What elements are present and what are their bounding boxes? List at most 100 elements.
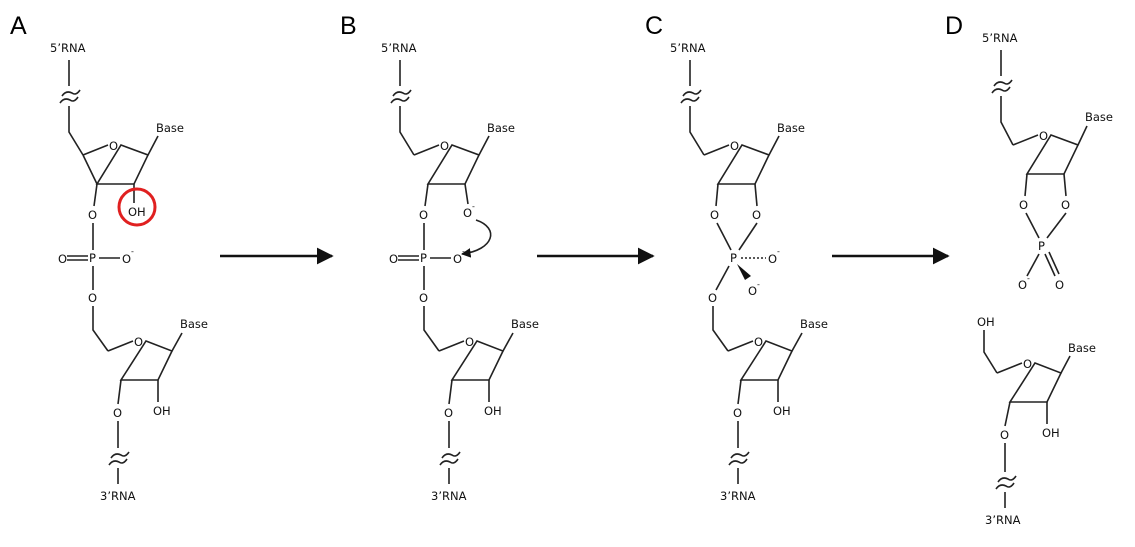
o-bond [93,183,98,207]
negative-charge: - [462,247,465,256]
five-prime-label: 5’RNA [982,31,1018,45]
chain-bond [68,106,84,156]
link-oxygen-label: O [419,291,428,305]
base-label: Base [156,121,184,135]
ring-oxygen-label: O [440,139,449,153]
panel-a: A 5’RNA O Base OH O P O O - O O Base OH [10,12,208,503]
hydroxyl-label: OH [977,315,995,329]
five-prime-label: 5’RNA [381,41,417,55]
link-oxygen-label: O [88,208,97,222]
panel-letter-c: C [645,12,663,40]
three-prime-label: 3’RNA [720,489,756,503]
o-p-bond [1046,212,1067,239]
o-bond [464,183,469,205]
ring-oxygen-label: O [1039,129,1048,143]
base-label: Base [511,317,539,331]
p-o-wedge-bond [737,264,751,280]
three-prime-label: 3’RNA [100,489,136,503]
base-bond [768,135,780,156]
oxygen-label: O [748,284,757,298]
base-bond [1077,125,1088,146]
hydroxyl-label: OH [484,404,502,418]
five-prime-label: 5’RNA [50,41,86,55]
link-oxygen-label: O [1000,428,1009,442]
base-label: Base [487,121,515,135]
ring-oxygen-label: O [1023,357,1032,371]
panel-letter-a: A [10,12,27,40]
chain-break-symbol [108,451,130,466]
ring-oxygen-label: O [465,335,474,349]
chain-break-symbol [390,89,412,104]
base-bond [1060,355,1071,374]
negative-charge: - [1027,274,1030,283]
o-bond [1063,173,1067,197]
negative-charge: - [131,247,134,256]
base-bond [171,332,183,352]
o-bond [715,183,719,207]
chain-break-symbol [680,89,702,104]
link-oxygen-label: O [708,291,717,305]
chain-bond [423,306,440,352]
three-prime-label: 3’RNA [431,489,467,503]
o-bond [1024,173,1028,197]
o-bond [448,379,453,405]
phosphorus-label: P [730,251,737,265]
link-oxygen-label: O [710,208,719,222]
base-label: Base [800,317,828,331]
link-oxygen-label: O [733,406,742,420]
o-p-bond [1025,212,1040,239]
three-prime-label: 3’RNA [985,513,1021,527]
ribose-bond [82,154,98,185]
p-double-bond [398,255,419,261]
o-p-bond [738,222,758,251]
ring-oxygen-label: O [109,139,118,153]
phosphorus-label: P [89,251,96,265]
panel-b: B 5’RNA O Base O - O P O O - O O Base OH… [340,12,539,503]
ring-oxygen-label: O [730,139,739,153]
chain-break-symbol [991,79,1013,94]
link-oxygen-label: O [113,406,122,420]
chain-break-symbol [728,451,750,466]
chain-bond [983,330,998,374]
base-bond [791,332,803,352]
link-oxygen-label: O [419,208,428,222]
panel-letter-d: D [945,12,963,40]
base-bond [147,135,159,156]
oxygen-label: O [122,252,131,266]
chain-break-symbol [439,451,461,466]
alkoxide-oxygen-label: O [463,206,472,220]
negative-charge: - [757,280,760,289]
p-double-bond [67,255,88,261]
base-bond [502,332,514,352]
o-bond [424,183,429,207]
ring-oxygen-label: O [754,335,763,349]
panel-c: C 5’RNA O Base O O P O - O - O O Base OH… [645,12,828,503]
oxygen-label: O [1055,278,1064,292]
panel-d: D 5’RNA O Base O O P O - O OH O Base OH … [945,12,1113,527]
link-oxygen-label: O [1019,198,1028,212]
oxygen-label: O [453,252,462,266]
link-oxygen-label: O [444,406,453,420]
panel-letter-b: B [340,12,357,40]
base-label: Base [1068,341,1096,355]
chain-bond [1000,96,1014,146]
chain-break-symbol [995,475,1017,490]
o-bond [737,379,742,405]
oxygen-label: O [58,252,67,266]
o-bond [1004,401,1011,427]
phosphorus-label: P [1038,239,1045,253]
o-bond [754,183,758,207]
chain-bond [712,306,729,352]
phosphorus-label: P [420,251,427,265]
o-bond [117,379,122,405]
base-label: Base [180,317,208,331]
hydroxyl-label: OH [773,404,791,418]
base-label: Base [1085,110,1113,124]
base-label: Base [777,121,805,135]
ring-oxygen-label: O [134,335,143,349]
o-p-bond [716,222,732,251]
link-oxygen-label: O [88,291,97,305]
chain-bond [689,106,705,156]
